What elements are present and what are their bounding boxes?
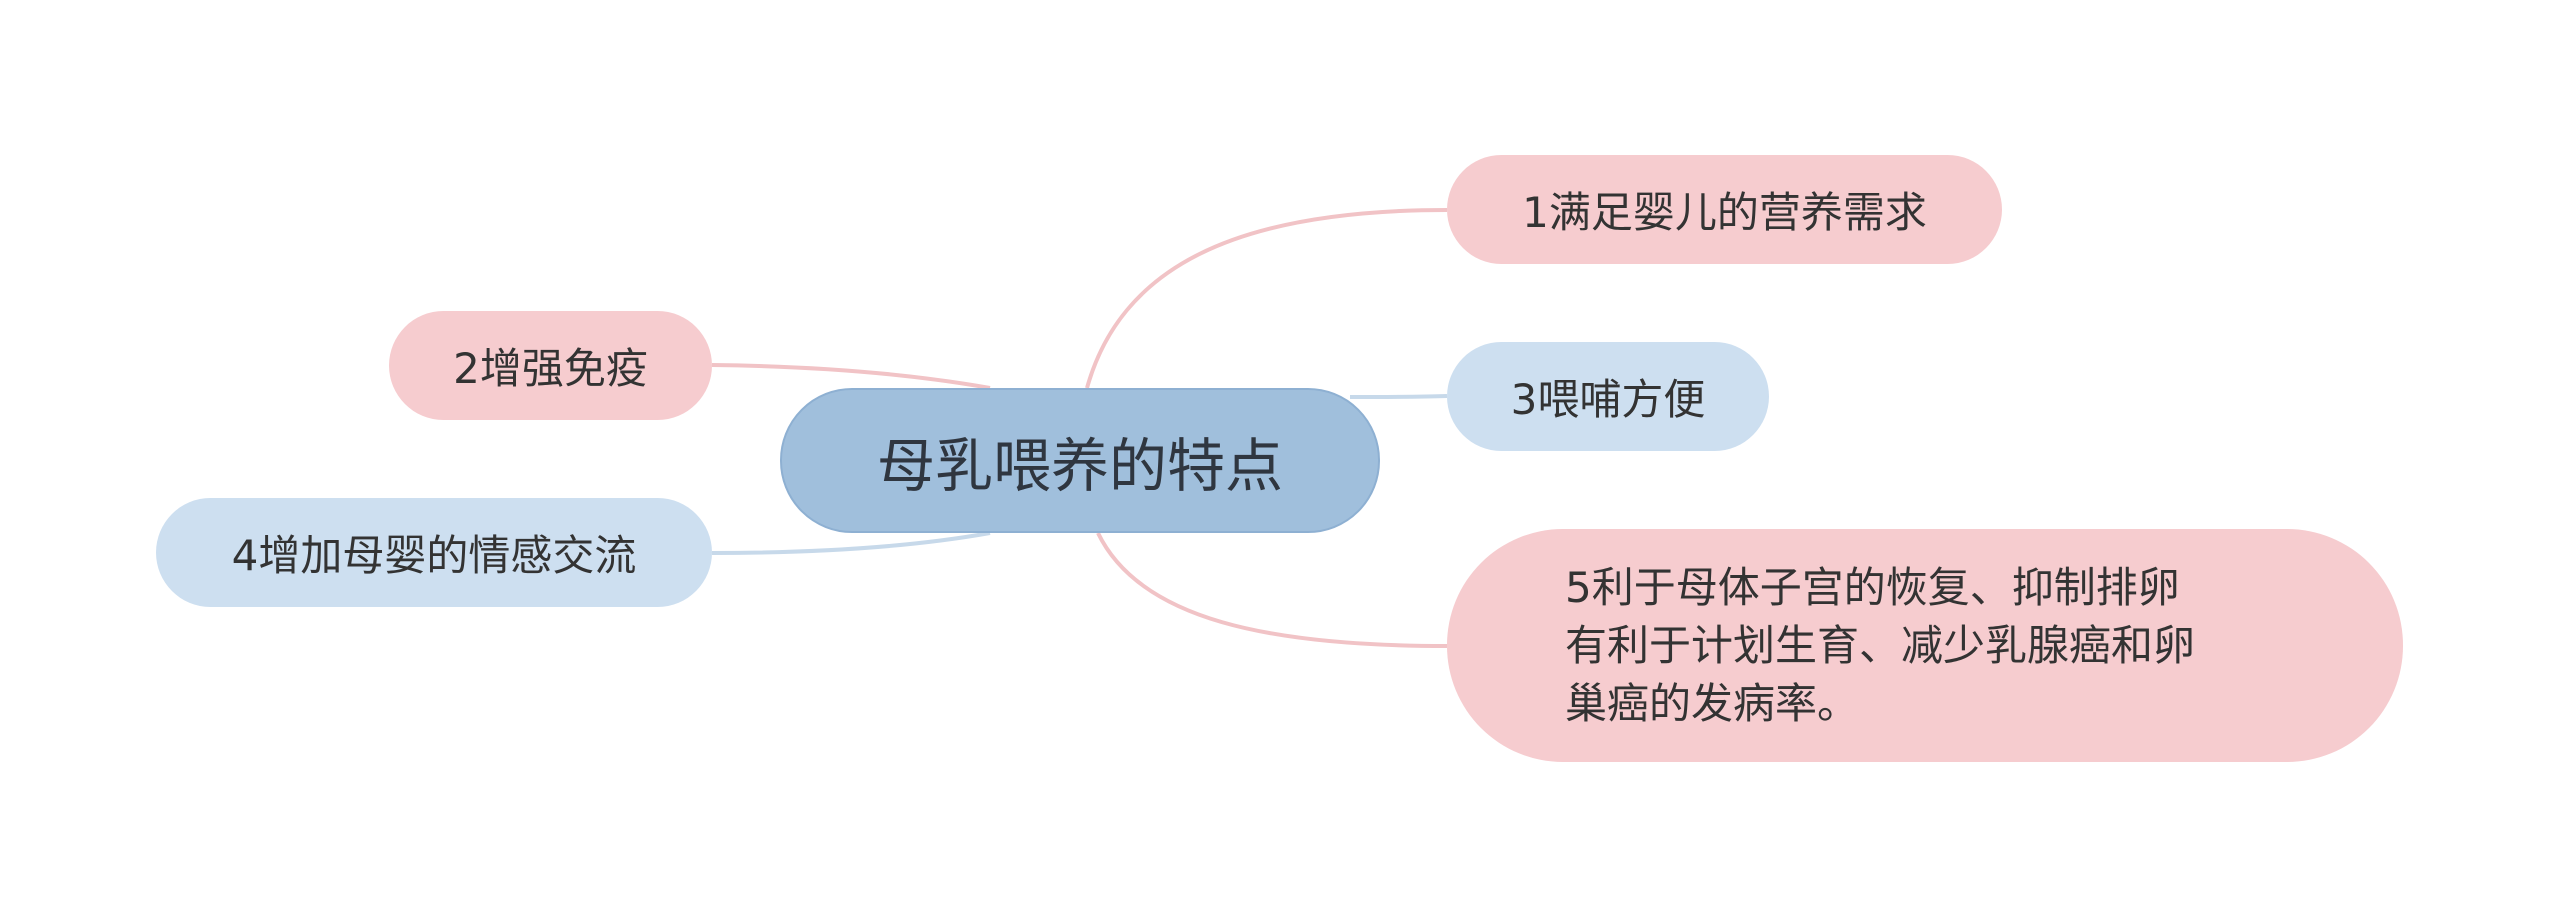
- connector-b5: [1096, 532, 1448, 648]
- branch-label-1: 1满足婴儿的营养需求: [1522, 188, 1927, 237]
- branch-node-3[interactable]: 3喂哺方便: [1447, 342, 1769, 451]
- branch-node-5[interactable]: 5利于母体子宫的恢复、抑制排卵 有利于计划生育、减少乳腺癌和卵 巢癌的发病率。: [1447, 529, 2403, 762]
- connector-b1: [1085, 208, 1448, 389]
- branch-node-1[interactable]: 1满足婴儿的营养需求: [1447, 155, 2002, 264]
- branch-label-3: 3喂哺方便: [1510, 375, 1706, 424]
- branch-node-2[interactable]: 2增强免疫: [389, 311, 712, 420]
- connector-b4: [711, 531, 991, 555]
- central-topic[interactable]: 母乳喂养的特点: [780, 388, 1380, 533]
- branch-label-5-line-3: 巢癌的发病率。: [1565, 678, 1860, 728]
- branch-node-4[interactable]: 4增加母婴的情感交流: [156, 498, 712, 607]
- branch-label-4: 4增加母婴的情感交流: [231, 531, 637, 580]
- connector-b2: [711, 363, 991, 390]
- central-topic-label: 母乳喂养的特点: [876, 431, 1283, 500]
- connector-b3: [1349, 394, 1448, 399]
- branch-label-5-line-1: 5利于母体子宫的恢复、抑制排卵: [1565, 562, 2180, 612]
- branch-label-5-line-2: 有利于计划生育、减少乳腺癌和卵: [1565, 620, 2196, 670]
- branch-label-2: 2增强免疫: [453, 344, 648, 393]
